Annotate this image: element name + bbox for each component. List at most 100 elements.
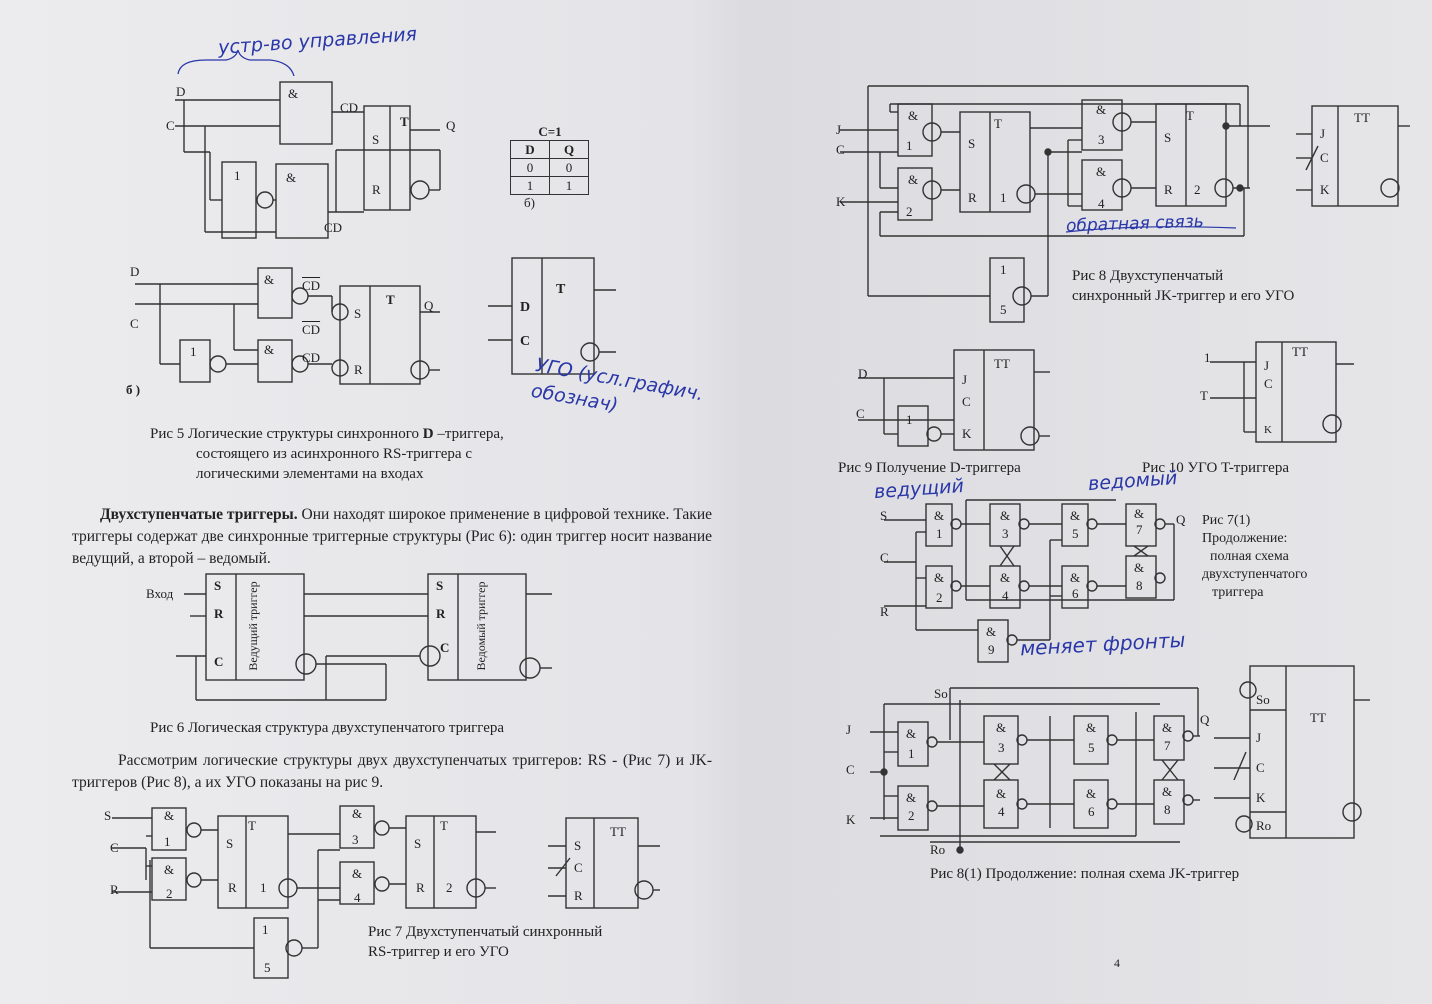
fig8-caption: Рис 8 Двухступенчатый синхронный JK-триг… bbox=[1072, 266, 1294, 306]
fig71-g3: 3 bbox=[1002, 526, 1009, 541]
fig81-g8: 8 bbox=[1164, 802, 1171, 817]
fig10-tt: TT bbox=[1292, 344, 1308, 359]
fig7-ss2: S bbox=[414, 836, 422, 851]
fig6-r2: R bbox=[436, 606, 446, 621]
fig6-circuit bbox=[176, 573, 552, 701]
fig7-caption: Рис 7 Двухступенчатый синхронный RS-триг… bbox=[368, 922, 602, 962]
fig71-amp3: & bbox=[1000, 508, 1011, 523]
fig81-caption: Рис 8(1) Продолжение: полная схема JK-тр… bbox=[930, 866, 1240, 882]
fig8-amp4: & bbox=[1096, 164, 1107, 179]
fig7-caption-line1: Рис 7 Двухступенчатый синхронный bbox=[368, 924, 603, 940]
fig9-caption: Рис 9 Получение D-триггера bbox=[838, 460, 1021, 476]
fig81-ugo-j: J bbox=[1256, 730, 1262, 745]
ugo-d-label-t: T bbox=[556, 282, 566, 297]
fig71-amp1: & bbox=[934, 508, 945, 523]
fig71-caption-line2: Продолжение: bbox=[1202, 531, 1288, 546]
fig71-g8: 8 bbox=[1136, 578, 1143, 593]
fig71-g9: 9 bbox=[988, 642, 995, 657]
fig5-caption-prefix: Рис 5 Логические структуры синхронного bbox=[150, 426, 423, 442]
fig9-d: D bbox=[858, 366, 868, 381]
fig71-g2: 2 bbox=[936, 590, 943, 605]
fig9-k: K bbox=[962, 426, 972, 441]
fig71-c: C bbox=[880, 550, 889, 565]
fig7-ugo-tt: TT bbox=[610, 824, 626, 839]
fig10-k: K bbox=[1264, 424, 1272, 436]
fig5b-q: Q bbox=[424, 298, 434, 313]
fig71-g4: 4 bbox=[1002, 588, 1009, 603]
fig5b-t: T bbox=[386, 292, 395, 307]
fig5-caption-line1: Рис 5 Логические структуры синхронного D… bbox=[150, 424, 590, 444]
fig8-n2: 2 bbox=[1194, 182, 1201, 197]
fig81-g7: 7 bbox=[1164, 738, 1171, 753]
fig9-c: C bbox=[856, 406, 865, 421]
fig8-g1: 1 bbox=[906, 138, 913, 153]
fig71-r: R bbox=[880, 604, 889, 619]
fig81-ugo-tt: TT bbox=[1310, 710, 1326, 725]
fig6-s2: S bbox=[436, 578, 444, 593]
fig81-ugo-ro: Ro bbox=[1256, 818, 1272, 833]
fig71-g6: 6 bbox=[1072, 586, 1079, 601]
fig8-g4: 4 bbox=[1098, 196, 1105, 211]
fig81-ugo-k: K bbox=[1256, 790, 1266, 805]
fig8-g2: 2 bbox=[906, 204, 913, 219]
fig71-amp7: & bbox=[1134, 506, 1145, 521]
fig71-s: S bbox=[880, 508, 888, 523]
fig10-ugo bbox=[1210, 341, 1354, 443]
fig7-amp2: & bbox=[164, 862, 175, 877]
fig5a-and2: & bbox=[286, 170, 297, 185]
fig6-r1: R bbox=[214, 606, 224, 621]
fig8-r2: R bbox=[1164, 182, 1173, 197]
fig7-s: S bbox=[104, 808, 112, 823]
fig8-caption-line2: синхронный JK-триггер и его УГО bbox=[1072, 288, 1295, 304]
fig81-g1: 1 bbox=[908, 746, 915, 761]
fig10-j: J bbox=[1264, 358, 1270, 373]
ugo-jk-full bbox=[1214, 665, 1370, 839]
tt-header-q: Q bbox=[549, 140, 589, 159]
fig5b-and2: & bbox=[264, 342, 275, 357]
fig7-not: 1 bbox=[262, 922, 269, 937]
fig81-amp8: & bbox=[1162, 784, 1173, 799]
fig8-ugo-tt: TT bbox=[1354, 110, 1370, 125]
fig5b-cd-top: CD bbox=[302, 278, 321, 293]
fig81-ugo-c: C bbox=[1256, 760, 1265, 775]
fig81-ro: Ro bbox=[930, 842, 946, 857]
fig5b-not1: 1 bbox=[190, 344, 197, 359]
fig7-n2: 2 bbox=[446, 880, 453, 895]
fig9-cc: C bbox=[962, 394, 971, 409]
paragraph-two-stage-triggers: Двухступенчатые триггеры. Они находят ши… bbox=[72, 504, 712, 570]
fig5-caption: Рис 5 Логические структуры синхронного D… bbox=[150, 424, 590, 484]
fig9-j: J bbox=[962, 372, 968, 387]
fig81-q: Q bbox=[1200, 712, 1210, 727]
fig71-amp5: & bbox=[1070, 508, 1081, 523]
ugo-jk-two-stage bbox=[1296, 105, 1410, 207]
fig8-t1: T bbox=[994, 116, 1002, 131]
fig8-ugo-k: K bbox=[1320, 182, 1330, 197]
paragraph-consider-structures: Рассмотрим логические структуры двух дву… bbox=[72, 752, 712, 791]
page-number: 4 bbox=[1114, 956, 1120, 970]
fig81-amp2: & bbox=[906, 790, 917, 805]
ugo-d-trigger bbox=[488, 257, 616, 375]
fig5a-q: Q bbox=[446, 118, 456, 133]
fig5b-s: S bbox=[354, 306, 362, 321]
fig81-j: J bbox=[846, 722, 852, 737]
fig5a-label-d: D bbox=[176, 84, 186, 99]
fig81-g4: 4 bbox=[998, 804, 1005, 819]
fig71-amp8: & bbox=[1134, 560, 1145, 575]
fig7-g3: 3 bbox=[352, 832, 359, 847]
fig6-caption: Рис 6 Логическая структура двухступенчат… bbox=[150, 720, 505, 736]
fig8-s1: S bbox=[968, 136, 976, 151]
fig81-so: So bbox=[934, 686, 948, 701]
fig7-amp3: & bbox=[352, 806, 363, 821]
fig71-amp6: & bbox=[1070, 570, 1081, 585]
fig8-caption-line1: Рис 8 Двухступенчатый bbox=[1072, 268, 1224, 284]
fig81-amp1: & bbox=[906, 726, 917, 741]
fig81-amp5: & bbox=[1086, 720, 1097, 735]
fig8-g3: 3 bbox=[1098, 132, 1105, 147]
fig81-k: K bbox=[846, 812, 856, 827]
fig5a-not1: 1 bbox=[234, 168, 241, 183]
fig6-input-label: Вход bbox=[146, 586, 174, 601]
tt-cell: 0 bbox=[549, 158, 589, 177]
fig7-ugo-r: R bbox=[574, 888, 583, 903]
